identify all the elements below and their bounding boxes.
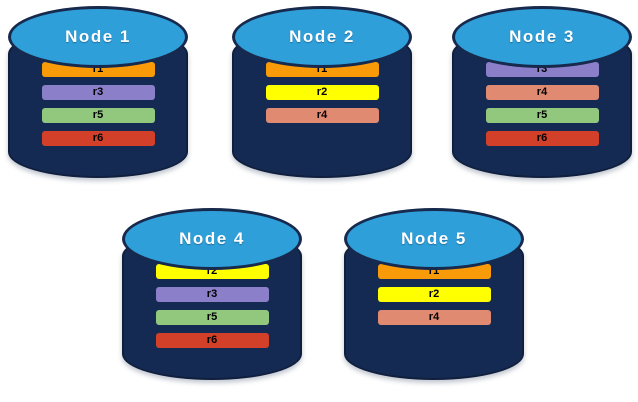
partition-label: r2 [428,288,440,300]
partition-bar[interactable]: r4 [265,108,379,123]
partition-bar[interactable]: r4 [485,85,599,100]
partition-label: r6 [206,334,218,346]
partition-label: r2 [206,265,218,277]
partition-bar[interactable]: r2 [265,85,379,100]
partition-bar[interactable]: r5 [41,108,155,123]
partition-label: r2 [316,86,328,98]
cylinder-top-disc [8,6,188,68]
partition-label: r3 [206,288,218,300]
cylinder-top-disc [452,6,632,68]
partition-bar-list: r2 r3 r5 r6 [122,264,302,348]
partition-bar[interactable]: r6 [41,131,155,146]
partition-label: r1 [428,265,440,277]
partition-label: r3 [92,86,104,98]
cylinder-top-disc [232,6,412,68]
partition-label: r4 [316,109,328,121]
partition-bar[interactable]: r6 [155,333,269,348]
partition-bar[interactable]: r3 [155,287,269,302]
partition-bar[interactable]: r6 [485,131,599,146]
partition-label: r4 [428,311,440,323]
partition-bar-list: r1 r2 r4 [344,264,524,325]
partition-bar[interactable]: r2 [377,287,491,302]
partition-label: r5 [92,109,104,121]
partition-bar[interactable]: r3 [41,85,155,100]
partition-label: r5 [536,109,548,121]
partition-bar-list: r3 r4 r5 r6 [452,62,632,146]
cylinder-top-disc [122,208,302,270]
partition-label: r1 [316,63,328,75]
partition-label: r1 [92,63,104,75]
partition-label: r3 [536,63,548,75]
partition-bar[interactable]: r5 [485,108,599,123]
cylinder-top-disc [344,208,524,270]
partition-label: r4 [536,86,548,98]
partition-bar[interactable]: r4 [377,310,491,325]
partition-bar-list: r1 r3 r5 r6 [8,62,188,146]
partition-label: r6 [536,132,548,144]
partition-label: r6 [92,132,104,144]
partition-bar-list: r1 r2 r4 [232,62,412,123]
partition-bar[interactable]: r5 [155,310,269,325]
partition-label: r5 [206,311,218,323]
